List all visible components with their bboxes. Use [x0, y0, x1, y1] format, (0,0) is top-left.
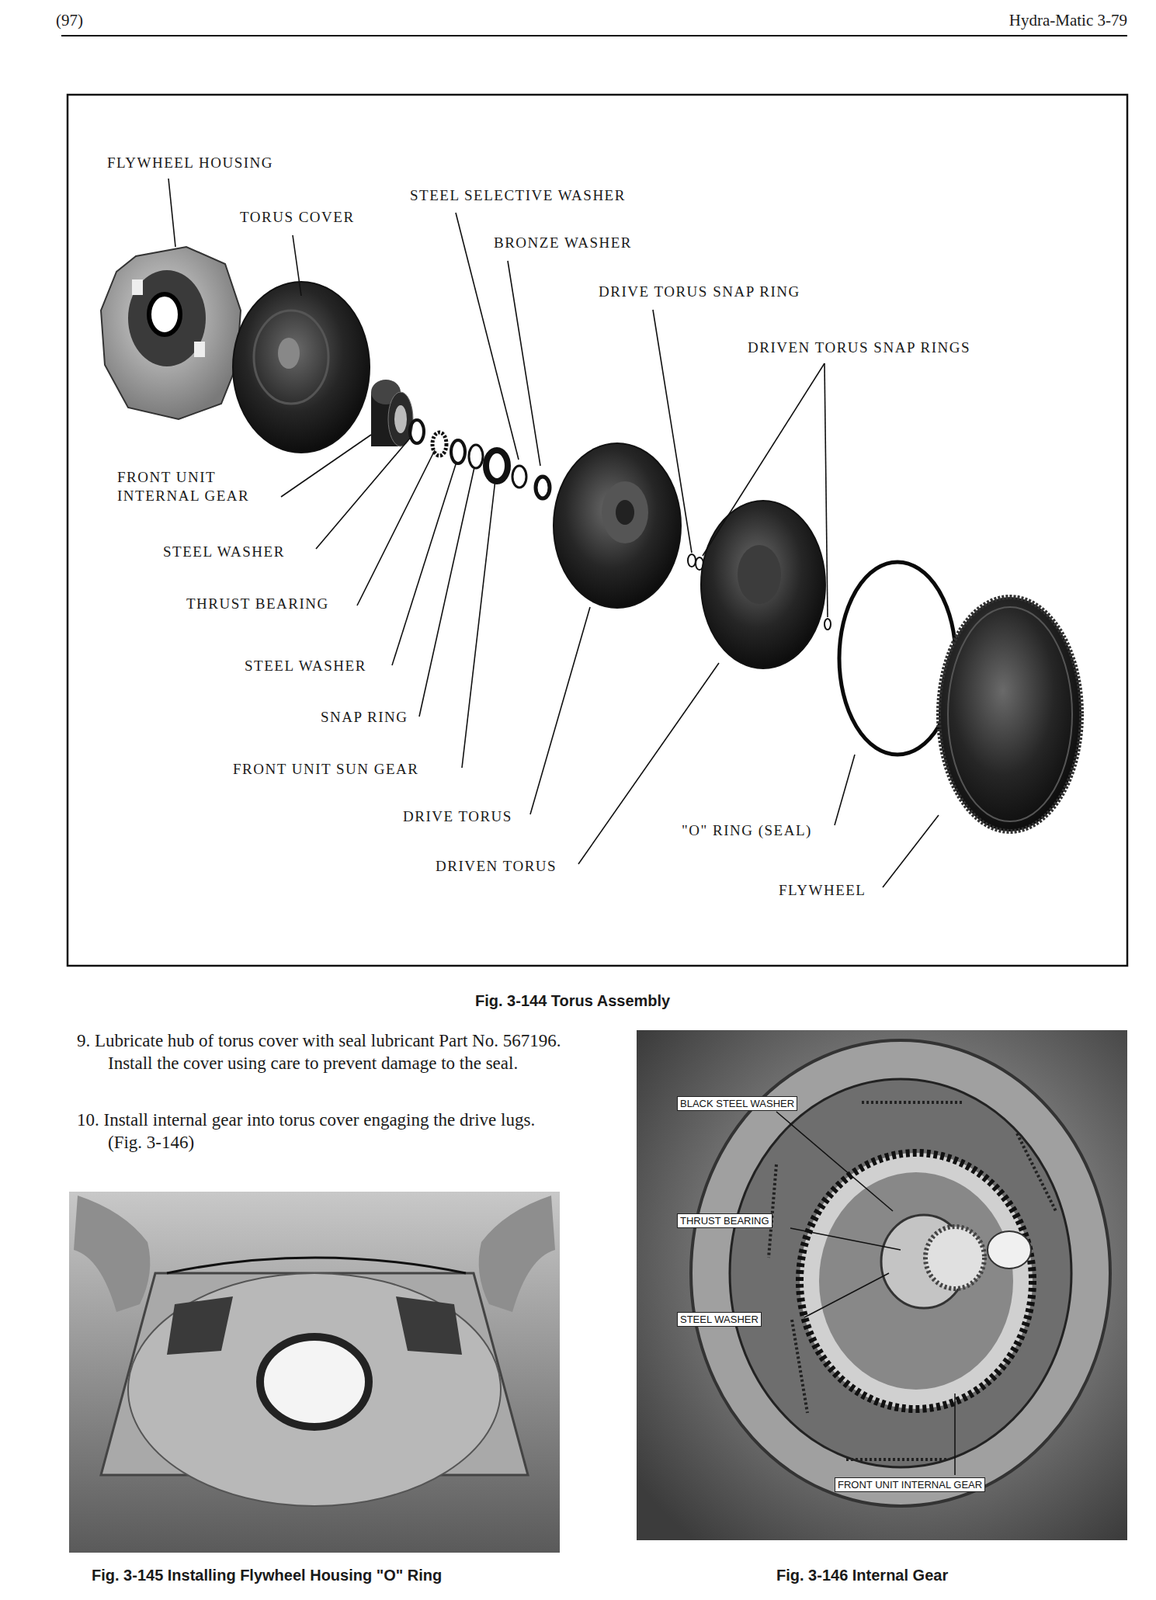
torus-cover [232, 281, 370, 453]
photo-callout: THRUST BEARING [676, 1213, 773, 1229]
photo-internal-gear [636, 1030, 1128, 1541]
part-name: DRIVE TORUS [402, 807, 513, 827]
part-name: DRIVEN TORUS [435, 857, 557, 876]
part-name: "O" RING (SEAL) [681, 821, 813, 841]
photo-callout: BLACK STEEL WASHER [676, 1096, 798, 1111]
page-number: (97) [55, 10, 84, 31]
part-name: FLYWHEEL [778, 881, 866, 900]
part-name: FRONT UNIT INTERNAL GEAR [117, 468, 273, 506]
instruction-step: 10. Install internal gear into torus cov… [76, 1108, 566, 1154]
part-name: STEEL WASHER [163, 542, 285, 562]
figure-frame [67, 94, 1128, 966]
part-name: THRUST BEARING [186, 594, 330, 614]
running-head: Hydra-Matic 3-79 [1009, 10, 1128, 31]
leader-lines [168, 178, 939, 888]
internal-gear [371, 379, 414, 447]
photo-callout: FRONT UNIT INTERNAL GEAR [834, 1477, 986, 1493]
part-name: TORUS COVER [239, 208, 355, 227]
figure-caption: Fig. 3-146 Internal Gear [776, 1566, 948, 1585]
part-name: STEEL WASHER [244, 656, 367, 676]
photo-callout: STEEL WASHER [676, 1312, 762, 1327]
drive-torus [553, 443, 681, 608]
part-name: DRIVE TORUS SNAP RING [598, 282, 801, 302]
part-name: FRONT UNIT SUN GEAR [232, 760, 419, 779]
photo-flywheel-housing [69, 1191, 560, 1553]
header-rule [61, 34, 1128, 37]
part-name: FLYWHEEL HOUSING [107, 153, 274, 173]
part-name: BRONZE WASHER [493, 233, 632, 253]
instruction-step: 9. Lubricate hub of torus cover with sea… [76, 1029, 566, 1075]
flywheel-housing [100, 246, 241, 420]
part-name: SNAP RING [320, 708, 409, 727]
flywheel [938, 597, 1082, 832]
driven-torus [701, 500, 826, 669]
figure-caption: Fig. 3-145 Installing Flywheel Housing "… [91, 1566, 442, 1585]
part-name: DRIVEN TORUS SNAP RINGS [747, 338, 971, 358]
figure-caption: Fig. 3-144 Torus Assembly [475, 992, 670, 1011]
part-name: STEEL SELECTIVE WASHER [409, 186, 626, 205]
